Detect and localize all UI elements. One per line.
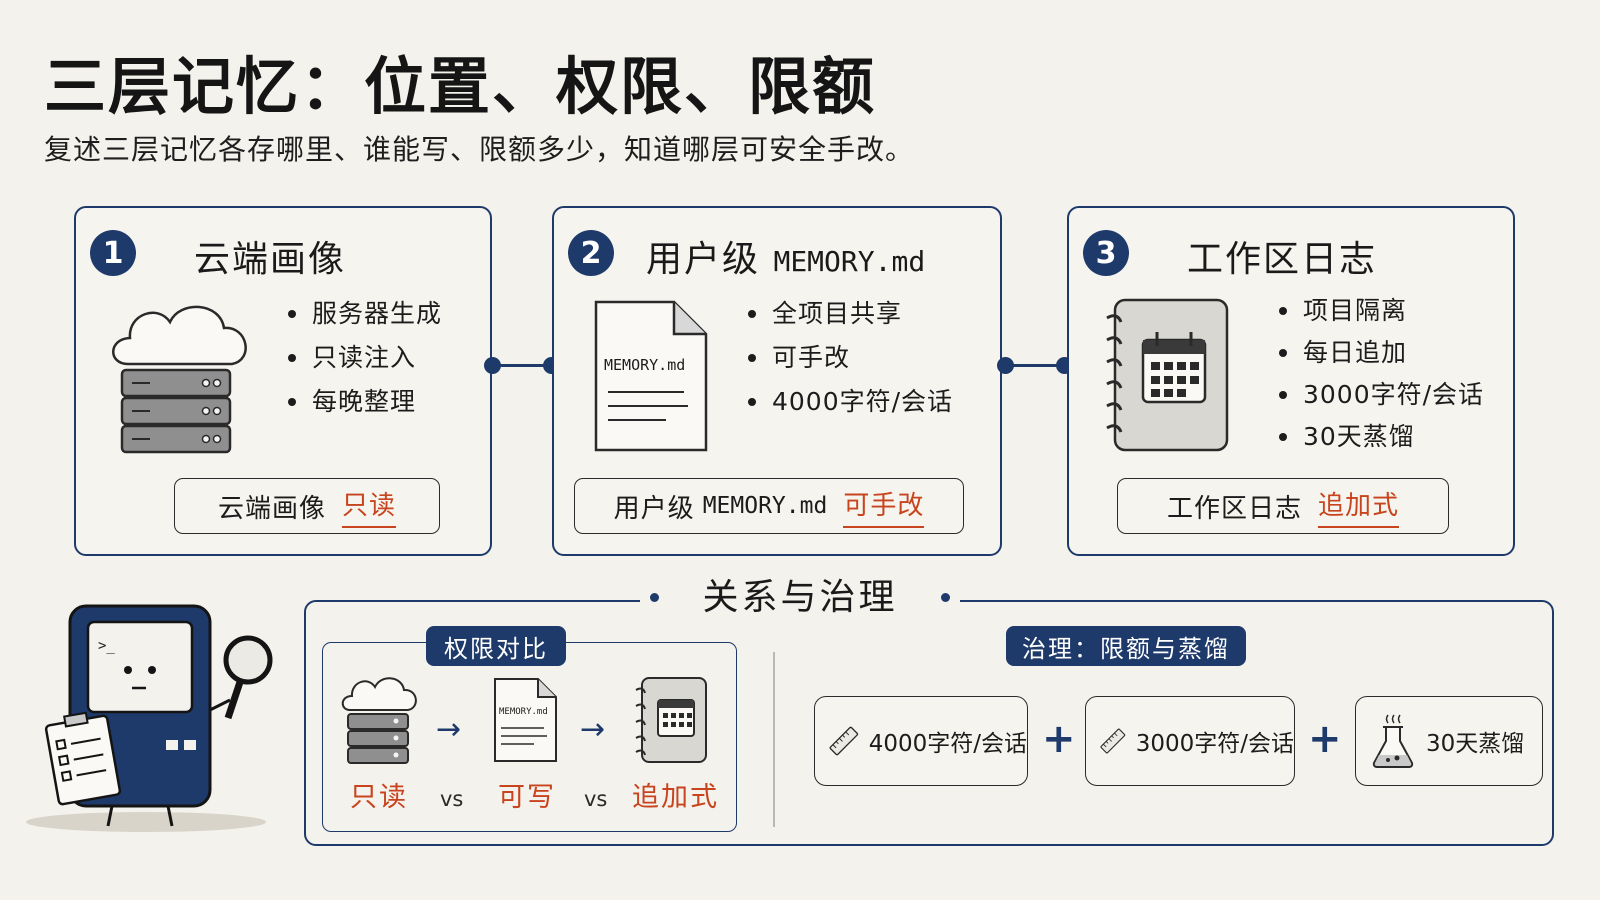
permission-tag: 用户级 MEMORY.md 可手改 xyxy=(574,478,964,534)
list-item: 每日追加 xyxy=(1279,332,1484,374)
list-item: 每晚整理 xyxy=(288,380,442,424)
divider xyxy=(773,652,775,827)
perm-append-only: 追加式 xyxy=(632,782,719,813)
step-number-3: 3 xyxy=(1083,230,1129,276)
plus-icon: + xyxy=(1308,716,1342,762)
list-item: 服务器生成 xyxy=(288,292,442,336)
arrow-right-icon: → xyxy=(436,712,462,747)
feature-list: 全项目共享 可手改 4000字符/会话 xyxy=(748,292,953,424)
connector-1-2 xyxy=(484,355,560,375)
list-item: 全项目共享 xyxy=(748,292,953,336)
perm-read-only: 只读 xyxy=(350,782,408,813)
document-icon: MEMORY.md xyxy=(594,300,708,452)
card-user-memory: 2 用户级 MEMORY.md MEMORY.md 全项目共享 可手改 4000… xyxy=(552,206,1002,556)
card-title: 工作区日志 xyxy=(1187,239,1378,280)
card-workspace-log: 3 工作区日志 项目隔离 每日追加 3000字符/会话 30天蒸馏 工作区日志 … xyxy=(1067,206,1515,556)
quota-text: 3000字符/会话 xyxy=(1135,731,1294,757)
plus-icon: + xyxy=(1042,716,1076,762)
calendar-notebook-icon xyxy=(1106,298,1229,452)
list-item: 项目隔离 xyxy=(1279,290,1484,332)
step-number-1: 1 xyxy=(90,230,136,276)
card-cloud-profile: 1 云端画像 服务器生成 只读注入 每晚整理 云端画像 只读 xyxy=(74,206,492,556)
quota-card-user: 4000字符/会话 xyxy=(814,696,1028,786)
list-item: 3000字符/会话 xyxy=(1279,374,1484,416)
perm-writable: 可写 xyxy=(498,782,556,813)
page-subtitle: 复述三层记忆各存哪里、谁能写、限额多少，知道哪层可安全手改。 xyxy=(44,133,915,166)
permission-comparison-pill: 权限对比 xyxy=(426,626,566,666)
mini-calendar-notebook-icon xyxy=(635,677,707,763)
arrow-right-icon: → xyxy=(580,712,606,747)
permission-tag: 工作区日志 追加式 xyxy=(1117,478,1449,534)
list-item: 可手改 xyxy=(748,336,953,380)
quota-text: 4000字符/会话 xyxy=(868,731,1027,757)
list-item: 4000字符/会话 xyxy=(748,380,953,424)
connector-2-3 xyxy=(997,355,1073,375)
vs-label: vs xyxy=(440,787,464,811)
svg-text:>_: >_ xyxy=(98,638,115,654)
page-title: 三层记忆：位置、权限、限额 xyxy=(44,50,877,123)
flask-icon xyxy=(1372,714,1414,768)
permission-value: 追加式 xyxy=(1318,485,1400,528)
quota-card-distill: 30天蒸馏 xyxy=(1355,696,1543,786)
feature-list: 服务器生成 只读注入 每晚整理 xyxy=(288,292,442,424)
permission-tag: 云端画像 只读 xyxy=(174,478,440,534)
step-number-2: 2 xyxy=(568,230,614,276)
quota-card-workspace: 3000字符/会话 xyxy=(1085,696,1295,786)
vs-label: vs xyxy=(584,787,608,811)
cloud-server-icon xyxy=(112,305,247,454)
quota-text: 30天蒸馏 xyxy=(1426,731,1525,757)
section-title: 关系与治理 xyxy=(640,568,960,620)
robot-mascot-icon: >_ xyxy=(26,604,273,832)
list-item: 只读注入 xyxy=(288,336,442,380)
feature-list: 项目隔离 每日追加 3000字符/会话 30天蒸馏 xyxy=(1279,290,1484,458)
ruler-icon xyxy=(1100,728,1126,754)
permission-value: 只读 xyxy=(342,485,397,528)
card-title: 用户级 MEMORY.md xyxy=(646,239,926,280)
permission-value: 可手改 xyxy=(843,485,925,528)
list-item: 30天蒸馏 xyxy=(1279,416,1484,458)
ruler-icon xyxy=(829,726,859,756)
doc-label: MEMORY.md xyxy=(499,707,548,717)
governance-pill: 治理：限额与蒸馏 xyxy=(1006,626,1246,666)
mini-cloud-server-icon xyxy=(341,677,417,764)
doc-label: MEMORY.md xyxy=(604,356,685,374)
mini-document-icon: MEMORY.md xyxy=(494,678,557,762)
card-title: 云端画像 xyxy=(194,239,347,280)
